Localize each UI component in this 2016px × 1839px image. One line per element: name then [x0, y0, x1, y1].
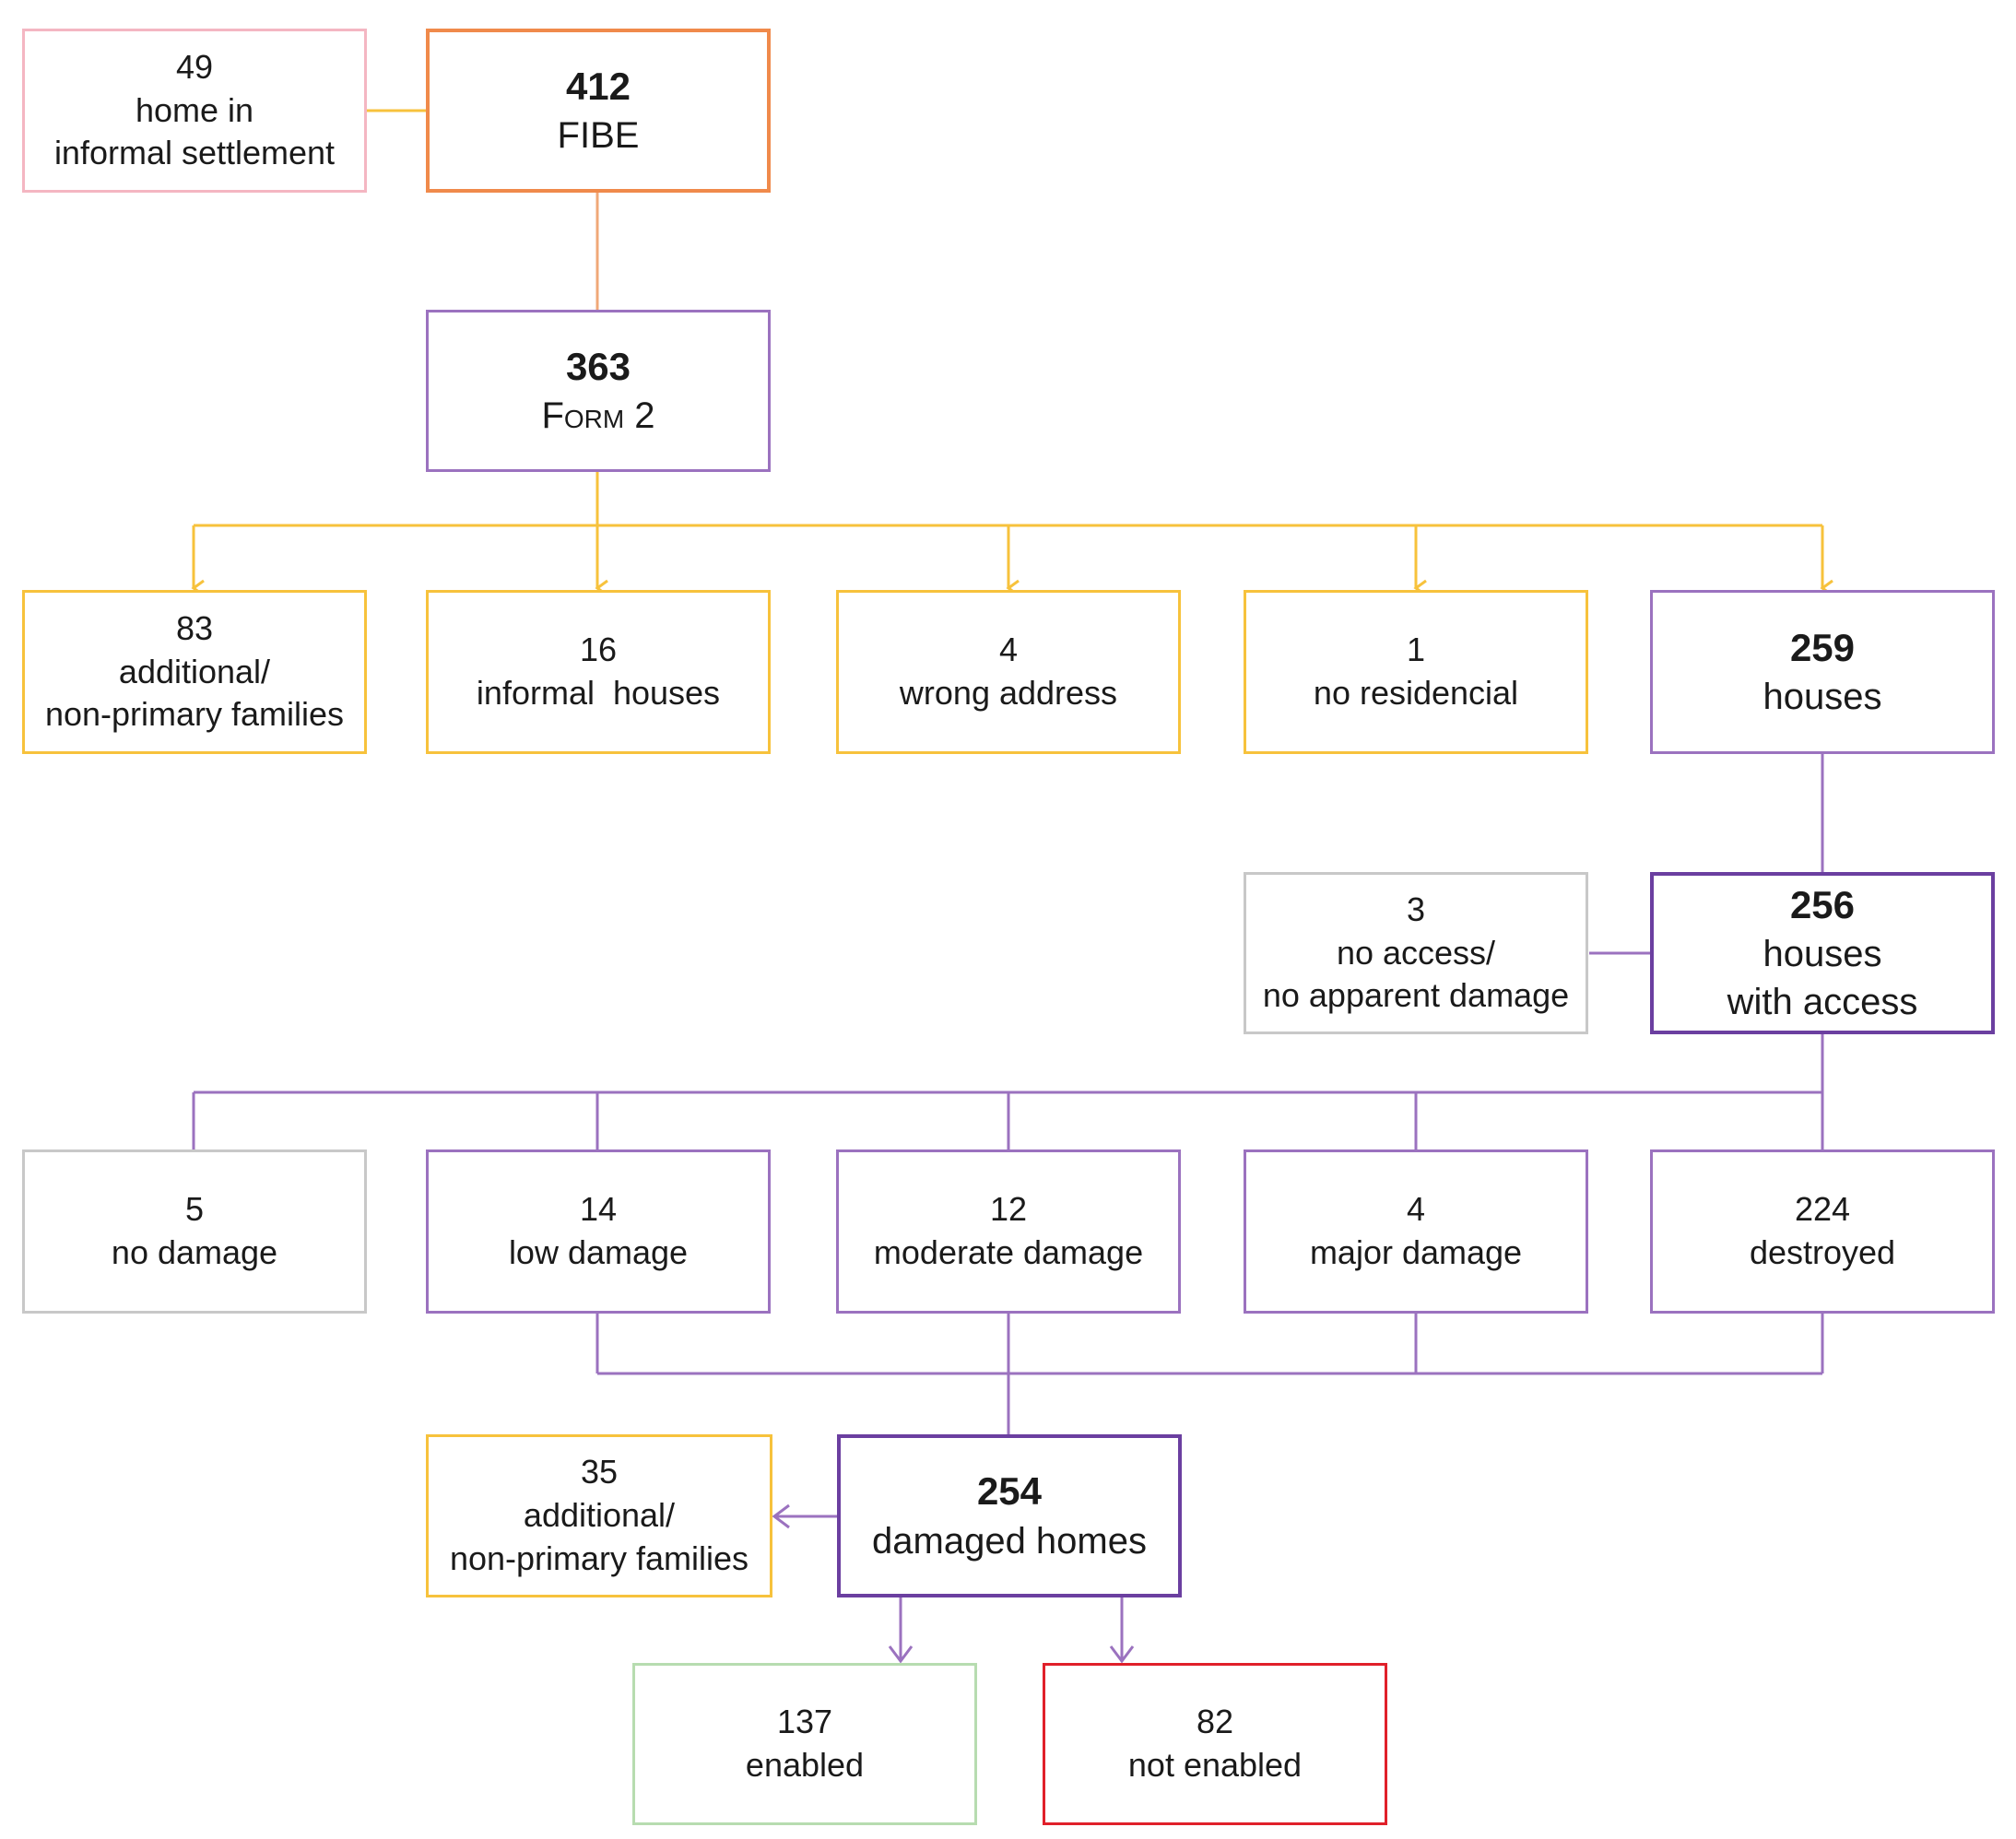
- node-additional-families-2: 35 additional/ non-primary families: [426, 1434, 772, 1597]
- node-value: 224: [1794, 1190, 1851, 1229]
- node-label: low damage: [508, 1233, 689, 1271]
- node-moderate-damage: 12 moderate damage: [836, 1149, 1181, 1314]
- node-label: informal houses: [476, 674, 721, 712]
- node-label: enabled: [745, 1746, 865, 1784]
- node-label: not enabled: [1127, 1746, 1303, 1784]
- node-label: houses: [1763, 677, 1882, 718]
- node-label: FIBE: [557, 115, 640, 157]
- node-value: 16: [579, 631, 618, 669]
- node-value: 3: [1406, 890, 1426, 928]
- node-label: destroyed: [1749, 1233, 1896, 1271]
- node-label: no access/ no apparent damage: [1262, 933, 1570, 1015]
- node-value: 259: [1789, 625, 1856, 669]
- node-fibe: 412 FIBE: [426, 29, 771, 193]
- node-damaged-homes: 254 damaged homes: [837, 1434, 1182, 1597]
- node-form2: 363 Form 2: [426, 310, 771, 472]
- node-additional-families: 83 additional/ non-primary families: [22, 590, 367, 754]
- node-label: additional/ non-primary families: [44, 652, 345, 734]
- node-label: moderate damage: [873, 1233, 1144, 1271]
- node-houses: 259 houses: [1650, 590, 1995, 754]
- node-not-enabled: 82 not enabled: [1043, 1663, 1387, 1825]
- node-low-damage: 14 low damage: [426, 1149, 771, 1314]
- node-value: 137: [776, 1703, 833, 1741]
- node-no-damage: 5 no damage: [22, 1149, 367, 1314]
- node-label: home in informal settlement: [53, 90, 336, 172]
- node-no-access: 3 no access/ no apparent damage: [1244, 872, 1588, 1034]
- arrow-head-additional-families-2: [772, 1503, 790, 1529]
- node-value: 83: [175, 608, 214, 647]
- node-value: 4: [998, 631, 1019, 669]
- node-value: 5: [184, 1190, 205, 1229]
- arrow-head-enabled: [888, 1645, 914, 1664]
- node-no-residencial: 1 no residencial: [1244, 590, 1588, 754]
- node-major-damage: 4 major damage: [1244, 1149, 1588, 1314]
- node-value: 412: [565, 64, 631, 108]
- node-label: additional/ non-primary families: [449, 1496, 749, 1577]
- node-wrong-address: 4 wrong address: [836, 590, 1181, 754]
- node-destroyed: 224 destroyed: [1650, 1149, 1995, 1314]
- node-label: Form 2: [541, 395, 655, 437]
- node-value: 4: [1406, 1190, 1426, 1229]
- node-value: 254: [976, 1469, 1043, 1514]
- node-informal-settlement: 49 home in informal settlement: [22, 29, 367, 193]
- node-label: no damage: [111, 1233, 278, 1271]
- node-label: no residencial: [1313, 674, 1519, 712]
- node-label: damaged homes: [872, 1520, 1147, 1562]
- node-enabled: 137 enabled: [632, 1663, 977, 1825]
- node-value: 49: [175, 47, 214, 86]
- node-value: 35: [580, 1453, 619, 1491]
- node-informal-houses: 16 informal houses: [426, 590, 771, 754]
- arrow-head-not-enabled: [1109, 1645, 1135, 1664]
- node-value: 14: [579, 1190, 618, 1229]
- node-value: 12: [989, 1190, 1028, 1229]
- node-label: houses with access: [1727, 934, 1918, 1023]
- node-houses-with-access: 256 houses with access: [1650, 872, 1995, 1034]
- node-value: 1: [1406, 631, 1426, 669]
- node-label: major damage: [1309, 1233, 1523, 1271]
- node-label: wrong address: [899, 674, 1118, 712]
- node-value: 82: [1196, 1703, 1234, 1741]
- node-value: 256: [1789, 882, 1856, 926]
- node-value: 363: [565, 344, 631, 388]
